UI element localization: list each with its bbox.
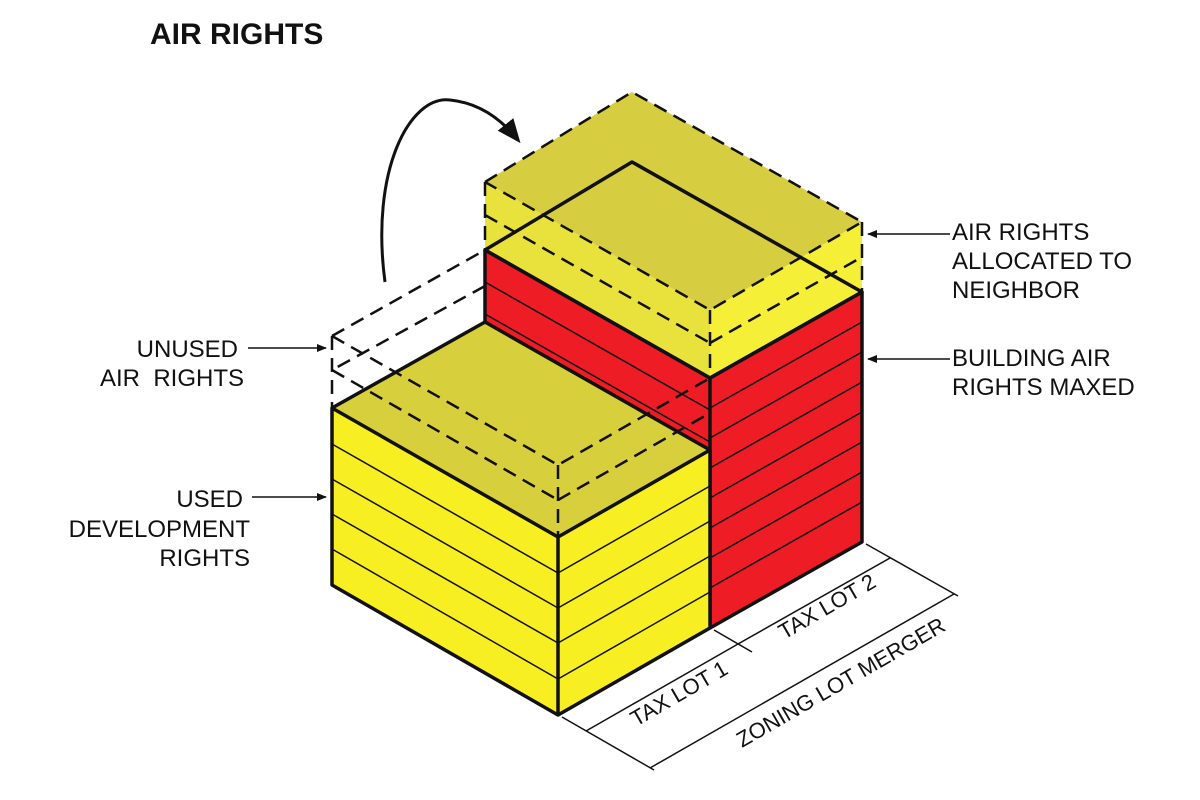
unused-dashed-outline <box>330 248 711 537</box>
transfer-arrow <box>380 98 521 283</box>
allocated-top-face <box>485 92 862 310</box>
label-maxed-line-1: BUILDING AIR <box>952 345 1111 372</box>
diagram-title: AIR RIGHTS <box>150 18 323 51</box>
red-right-face <box>710 292 862 628</box>
building-tax-lot-1 <box>330 320 712 717</box>
allocated-right-face <box>710 222 862 378</box>
label-unused-line-1: UNUSED <box>137 336 238 363</box>
label-used-line-2: DEVELOPMENT <box>69 516 251 543</box>
yellow-front-face <box>332 408 558 715</box>
label-used: USED DEVELOPMENT RIGHTS <box>69 486 327 572</box>
dim-zoning-lot-merger: ZONING LOT MERGER <box>732 612 950 752</box>
dimension-lines <box>561 543 959 771</box>
label-used-line-1: USED <box>176 486 243 513</box>
label-maxed: BUILDING AIR RIGHTS MAXED <box>867 345 1135 401</box>
label-allocated-line-1: AIR RIGHTS <box>952 219 1089 246</box>
yellow-top-face <box>332 322 710 537</box>
label-used-line-3: RIGHTS <box>159 545 250 572</box>
allocated-air-rights-block <box>485 92 862 378</box>
label-allocated-line-2: ALLOCATED TO <box>952 248 1132 275</box>
label-maxed-line-2: RIGHTS MAXED <box>952 374 1135 401</box>
allocated-dashed-outline <box>483 90 865 378</box>
allocated-front-face <box>485 182 710 378</box>
label-unused: UNUSED AIR RIGHTS <box>100 336 327 392</box>
label-unused-line-2: AIR RIGHTS <box>100 365 244 392</box>
label-allocated: AIR RIGHTS ALLOCATED TO NEIGHBOR <box>867 219 1132 304</box>
label-allocated-line-3: NEIGHBOR <box>952 277 1080 304</box>
